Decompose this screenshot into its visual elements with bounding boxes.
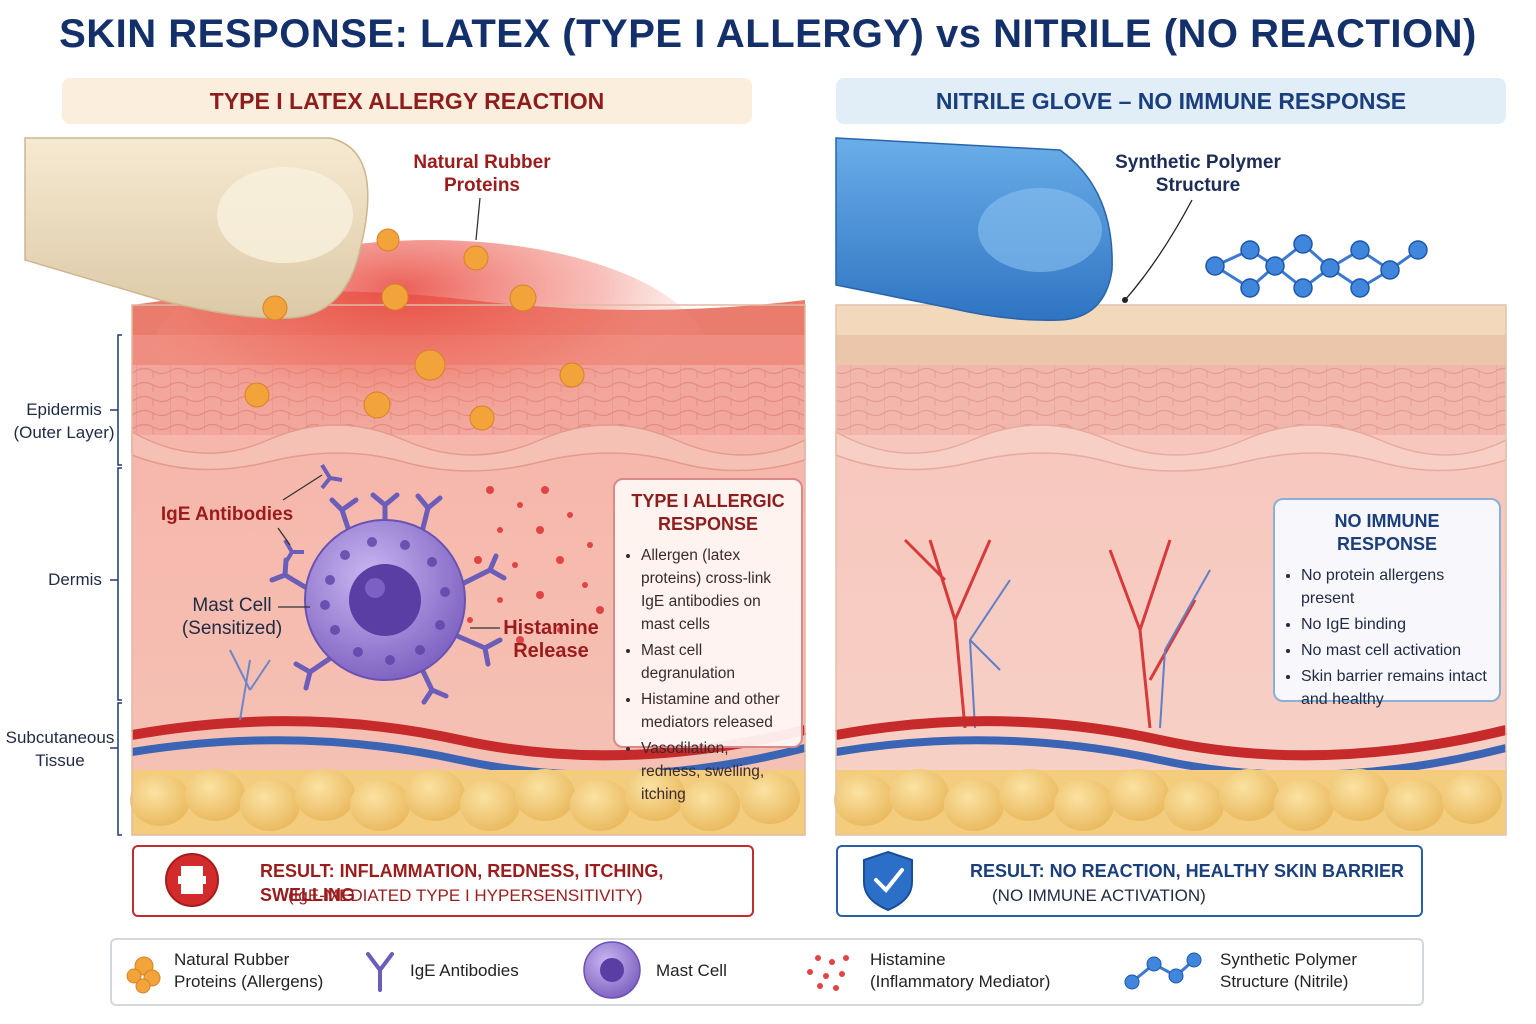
dermis-label: Dermis [48, 570, 102, 589]
nitrile-result-main: RESULT: NO REACTION, HEALTHY SKIN BARRIE… [970, 861, 1405, 881]
list-item: Histamine and other mediators released [641, 688, 789, 734]
list-item: No protein allergens present [1301, 564, 1487, 610]
legend-polymer-icon [1124, 952, 1202, 990]
legend-allergen-icon [126, 956, 161, 994]
shield-check-icon [863, 850, 913, 912]
legend-ige-icon [366, 952, 394, 992]
latex-result-box: RESULT: INFLAMMATION, REDNESS, ITCHING, … [132, 845, 754, 917]
allergic-response-list: Allergen (latex proteins) cross-link IgE… [627, 544, 789, 806]
legend-histamine-icon [807, 955, 849, 991]
allergic-response-title: TYPE I ALLERGIC RESPONSE [631, 491, 785, 534]
natural-rubber-proteins-label: Natural Rubber Proteins [413, 152, 551, 196]
legend-proteins-label: Natural Rubber Proteins (Allergens) [174, 950, 324, 991]
list-item: No mast cell activation [1301, 639, 1487, 662]
latex-panel-header: TYPE I LATEX ALLERGY REACTION [62, 78, 752, 124]
ige-antibodies-label: IgE Antibodies [160, 504, 294, 525]
list-item: Allergen (latex proteins) cross-link IgE… [641, 544, 789, 636]
natural-rubber-protein-particles [244, 228, 585, 431]
mast-cell-label: Mast Cell (Sensitized) [181, 595, 283, 639]
fat-cells-left [130, 769, 800, 831]
fat-cells-right [834, 769, 1502, 831]
legend-mast-cell-icon [583, 941, 641, 999]
alert-cross-icon [165, 853, 219, 907]
legend-histamine-label: Histamine (Inflammatory Mediator) [870, 950, 1051, 991]
histamine-release-label: Histamine Release [503, 617, 599, 662]
no-immune-response-title: NO IMMUNE RESPONSE [1334, 511, 1440, 554]
list-item: Skin barrier remains intact and healthy [1301, 665, 1487, 711]
synthetic-polymer-label: Synthetic Polymer Structure [1115, 152, 1281, 196]
latex-result-main: RESULT: INFLAMMATION, REDNESS, ITCHING, … [260, 861, 664, 905]
nitrile-panel-header: NITRILE GLOVE – NO IMMUNE RESPONSE [836, 78, 1506, 124]
legend-ige-label: IgE Antibodies [410, 961, 519, 980]
legend-polymer-label: Synthetic Polymer Structure (Nitrile) [1220, 950, 1357, 991]
latex-result-sub: (IgE-MEDIATED TYPE I HYPERSENSITIVITY) [288, 886, 643, 905]
legend-mast-label: Mast Cell [656, 961, 727, 980]
epidermis-label: Epidermis (Outer Layer) [13, 400, 115, 442]
type-i-allergic-response-box: TYPE I ALLERGIC RESPONSE Allergen (latex… [613, 478, 803, 803]
nitrile-result-box: RESULT: NO REACTION, HEALTHY SKIN BARRIE… [836, 845, 1423, 917]
mast-cell [269, 492, 507, 705]
no-immune-response-box: NO IMMUNE RESPONSE No protein allergens … [1273, 498, 1501, 708]
list-item: No IgE binding [1301, 613, 1487, 636]
layer-brackets [110, 334, 122, 836]
list-item: Mast cell degranulation [641, 639, 789, 685]
subcutaneous-label: Subcutaneous Tissue [5, 728, 115, 770]
list-item: Vasodilation, redness, swelling, itching [641, 737, 789, 806]
no-immune-response-list: No protein allergens present No IgE bind… [1287, 564, 1487, 711]
legend [110, 938, 1424, 1006]
nitrile-result-sub: (NO IMMUNE ACTIVATION) [992, 886, 1206, 905]
nitrile-glove-finger [835, 137, 1113, 321]
page-title: SKIN RESPONSE: LATEX (TYPE I ALLERGY) vs… [59, 12, 1477, 56]
synthetic-polymer-chain [1205, 234, 1428, 298]
